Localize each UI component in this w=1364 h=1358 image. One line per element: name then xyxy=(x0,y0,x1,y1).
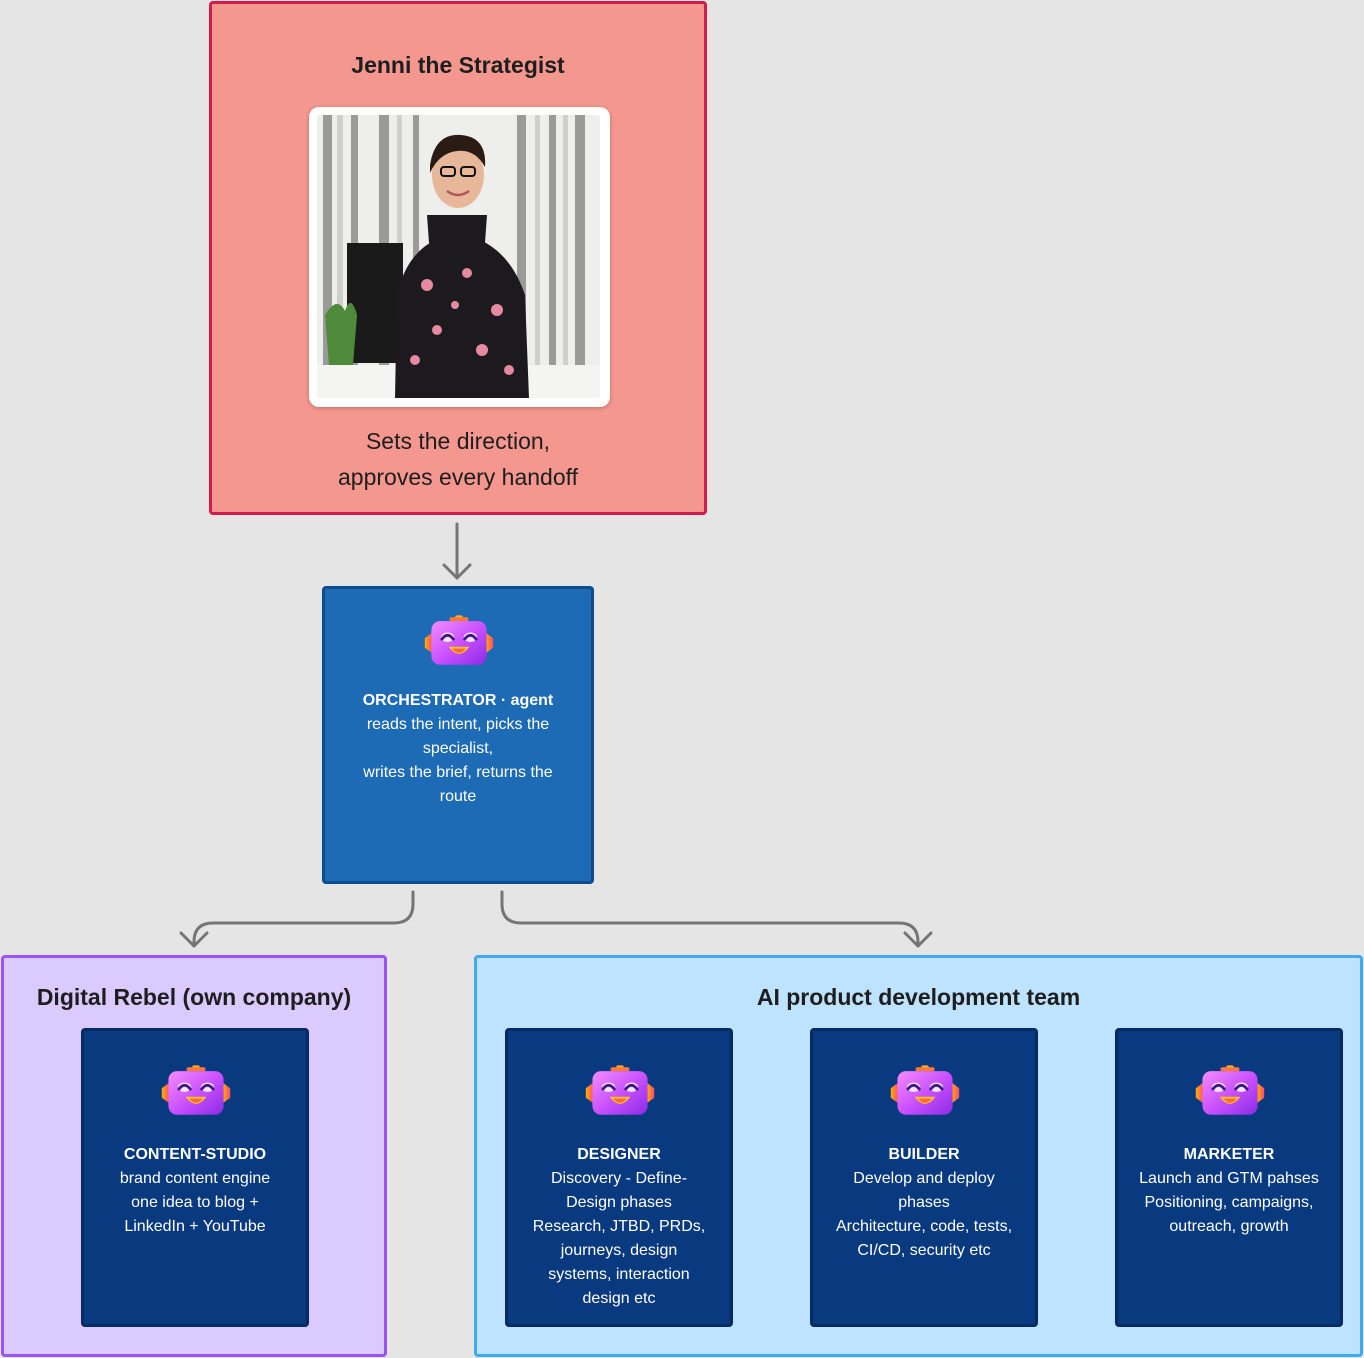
strategist-title: Jenni the Strategist xyxy=(212,52,704,79)
ai-team-container: AI product development team DESIGNER Dis… xyxy=(474,955,1363,1357)
marketer-line3: outreach, growth xyxy=(1128,1215,1330,1239)
designer-title: DESIGNER xyxy=(518,1143,720,1167)
orchestrator-line1: reads the intent, picks the xyxy=(347,713,569,737)
robot-icon xyxy=(582,1063,658,1121)
robot-icon xyxy=(158,1063,234,1121)
designer-line2: Design phases xyxy=(518,1191,720,1215)
orchestrator-title: ORCHESTRATOR · agent xyxy=(347,689,569,713)
arrow-orchestrator-to-digital-rebel xyxy=(181,892,413,946)
builder-title: BUILDER xyxy=(823,1143,1025,1167)
content-studio-line3: LinkedIn + YouTube xyxy=(94,1215,296,1239)
orchestrator-line4: route xyxy=(347,785,569,809)
digital-rebel-title: Digital Rebel (own company) xyxy=(4,984,384,1011)
strategist-portrait-image xyxy=(317,115,600,398)
content-studio-title: CONTENT-STUDIO xyxy=(94,1143,296,1167)
strategist-description: Sets the direction, approves every hando… xyxy=(212,423,704,495)
strategist-card: Jenni the Strategist xyxy=(209,1,707,515)
content-studio-line2: one idea to blog + xyxy=(94,1191,296,1215)
designer-line1: Discovery - Define- xyxy=(518,1167,720,1191)
builder-line4: CI/CD, security etc xyxy=(823,1239,1025,1263)
orchestrator-line3: writes the brief, returns the xyxy=(347,761,569,785)
builder-line1: Develop and deploy xyxy=(823,1167,1025,1191)
content-studio-line1: brand content engine xyxy=(94,1167,296,1191)
marketer-title: MARKETER xyxy=(1128,1143,1330,1167)
orchestrator-card: ORCHESTRATOR · agent reads the intent, p… xyxy=(322,586,594,884)
marketer-line2: Positioning, campaigns, xyxy=(1128,1191,1330,1215)
marketer-text: MARKETER Launch and GTM pahses Positioni… xyxy=(1128,1143,1330,1239)
robot-icon xyxy=(887,1063,963,1121)
orchestrator-line2: specialist, xyxy=(347,737,569,761)
builder-text: BUILDER Develop and deploy phases Archit… xyxy=(823,1143,1025,1263)
builder-card: BUILDER Develop and deploy phases Archit… xyxy=(810,1028,1038,1327)
content-studio-text: CONTENT-STUDIO brand content engine one … xyxy=(94,1143,296,1239)
designer-text: DESIGNER Discovery - Define- Design phas… xyxy=(518,1143,720,1311)
ai-team-title: AI product development team xyxy=(477,984,1360,1011)
designer-card: DESIGNER Discovery - Define- Design phas… xyxy=(505,1028,733,1327)
arrow-strategist-to-orchestrator xyxy=(444,524,470,578)
designer-line4: journeys, design xyxy=(518,1239,720,1263)
designer-line3: Research, JTBD, PRDs, xyxy=(518,1215,720,1239)
strategist-desc-line2: approves every handoff xyxy=(212,459,704,495)
marketer-card: MARKETER Launch and GTM pahses Positioni… xyxy=(1115,1028,1343,1327)
designer-line6: design etc xyxy=(518,1287,720,1311)
strategist-desc-line1: Sets the direction, xyxy=(212,423,704,459)
orchestrator-text: ORCHESTRATOR · agent reads the intent, p… xyxy=(347,689,569,809)
digital-rebel-container: Digital Rebel (own company) CONTENT-STUD… xyxy=(1,955,387,1357)
marketer-line1: Launch and GTM pahses xyxy=(1128,1167,1330,1191)
robot-icon xyxy=(1192,1063,1268,1121)
robot-icon xyxy=(421,613,497,671)
designer-line5: systems, interaction xyxy=(518,1263,720,1287)
content-studio-card: CONTENT-STUDIO brand content engine one … xyxy=(81,1028,309,1327)
strategist-photo xyxy=(309,107,610,407)
builder-line2: phases xyxy=(823,1191,1025,1215)
arrow-orchestrator-to-ai-team xyxy=(502,892,931,946)
builder-line3: Architecture, code, tests, xyxy=(823,1215,1025,1239)
